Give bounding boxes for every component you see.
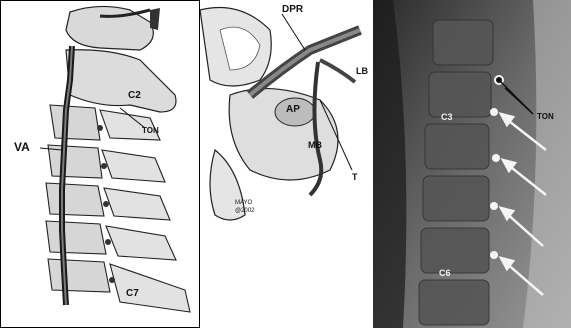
label-c7: C7 <box>126 288 139 299</box>
label-mayo: MAYO <box>235 200 252 206</box>
label-ton-left: TON <box>142 126 159 135</box>
facet-joint-drawing <box>200 0 373 328</box>
label-va: VA <box>14 140 30 154</box>
label-dpr: DPR <box>282 4 303 15</box>
needle-marker <box>490 108 498 116</box>
label-t: T <box>352 172 358 182</box>
needle-marker <box>490 251 498 259</box>
label-ap: AP <box>286 104 300 115</box>
cervical-spine-illustration-panel: VA C2 TON C7 <box>0 0 200 328</box>
fluoroscopy-image <box>373 0 571 328</box>
label-year: @2002 <box>235 208 254 214</box>
label-lb: LB <box>356 66 368 76</box>
label-ton-right: TON <box>537 112 554 121</box>
cervical-spine-drawing <box>0 0 200 328</box>
needle-marker <box>492 154 500 162</box>
needle-marker <box>490 202 498 210</box>
fluoroscopy-image-panel: C3 TON C6 <box>373 0 571 328</box>
label-mb: MB <box>308 140 322 150</box>
label-c6: C6 <box>439 268 451 278</box>
label-c3: C3 <box>441 112 453 122</box>
facet-joint-illustration-panel: DPR LB AP MB T MAYO @2002 <box>200 0 373 328</box>
label-c2: C2 <box>128 90 141 101</box>
